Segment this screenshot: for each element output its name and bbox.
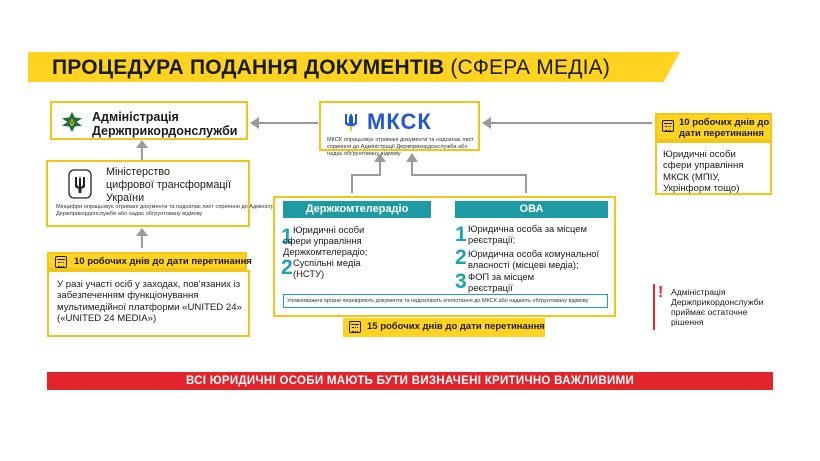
title-band [28,52,680,82]
border-guard-emblem-icon [61,111,83,133]
mksk-entities-text: Юридичні особи сфери управління МКСК (МП… [663,149,744,195]
list-item: ФОП за місцем реєстрації [468,271,535,293]
list-item: Юридична особа комунальної власності (мі… [468,248,600,270]
authorities-panel: Держкомтелерадіо ОВА 1 Юридичні особи сф… [273,196,616,317]
ministry-box: Міністерство цифрової трансформації Укра… [46,160,283,227]
item-number: 2 [455,246,467,269]
calendar-icon [662,120,674,132]
title-main: ПРОЦЕДУРА ПОДАННЯ ДОКУМЕНТІВ [52,56,445,79]
item-number: 2 [281,256,293,279]
final-decision-text: Адміністрація Держприкордонслужби прийма… [671,287,764,327]
calendar-icon [349,321,361,333]
col-header-ova: ОВА [455,201,608,218]
united24-box: У разі участі осіб у заходах, пов'язаних… [47,270,250,337]
arrow-up-icon [136,140,148,162]
list-item: Юридичні особи сфери управління Держкомт… [283,224,368,257]
critical-banner: ВСІ ЮРИДИЧНІ ОСОБИ МАЮТЬ БУТИ ВИЗНАЧЕНІ … [47,372,773,390]
arrow-left-icon [482,117,652,129]
final-decision-note: ! Адміністрація Держприкордонслужби прий… [653,284,773,330]
arrows-to-mksk-icon [351,153,527,193]
exclamation-icon: ! [658,284,664,301]
arrow-up-icon [136,228,148,248]
title-accent: (СФЕРА МЕДІА) [450,56,611,79]
left-deadline-label: 10 робочих днів до дати перетинання [47,252,252,270]
mksk-entities-box: Юридичні особи сфери управління МКСК (МП… [655,141,772,195]
item-number: 1 [281,225,293,248]
trident-icon [345,113,357,131]
united24-text: У разі участі осіб у заходах, пов'язаних… [57,279,242,325]
arrow-left-icon [250,117,318,129]
ministry-note: Мінцифри опрацьовує отримані документи т… [56,204,284,217]
admin-box: Адміністрація Держприкордонслужби [50,101,248,140]
trident-emblem-icon [68,169,92,199]
admin-name: Адміністрація Держприкордонслужби [92,110,238,138]
list-item: Юридична особа за місцем реєстрації; [468,223,587,245]
mksk-logo: МКСК [367,109,432,134]
panel-bottom-note: Уповноважені органи перевіряють документ… [283,294,608,308]
col-header-derzhkomteleradio: Держкомтелерадіо [283,201,431,218]
mksk-note: МКСК опрацьовує отримані документи та на… [327,137,474,157]
ministry-name: Міністерство цифрової трансформації Укра… [106,166,231,204]
mksk-box: МКСК МКСК опрацьовує отримані документи … [319,101,480,157]
page-title: ПРОЦЕДУРА ПОДАННЯ ДОКУМЕНТІВ (СФЕРА МЕДІ… [52,56,610,80]
calendar-icon [55,256,67,268]
right-deadline-label: 10 робочих днів до дати перетинання [655,113,772,141]
list-item: Суспільні медіа (НСТУ) [293,257,361,279]
item-number: 1 [455,223,467,246]
center-deadline-label: 15 робочих днів до дати перетинання [343,318,545,337]
item-number: 3 [455,270,467,293]
